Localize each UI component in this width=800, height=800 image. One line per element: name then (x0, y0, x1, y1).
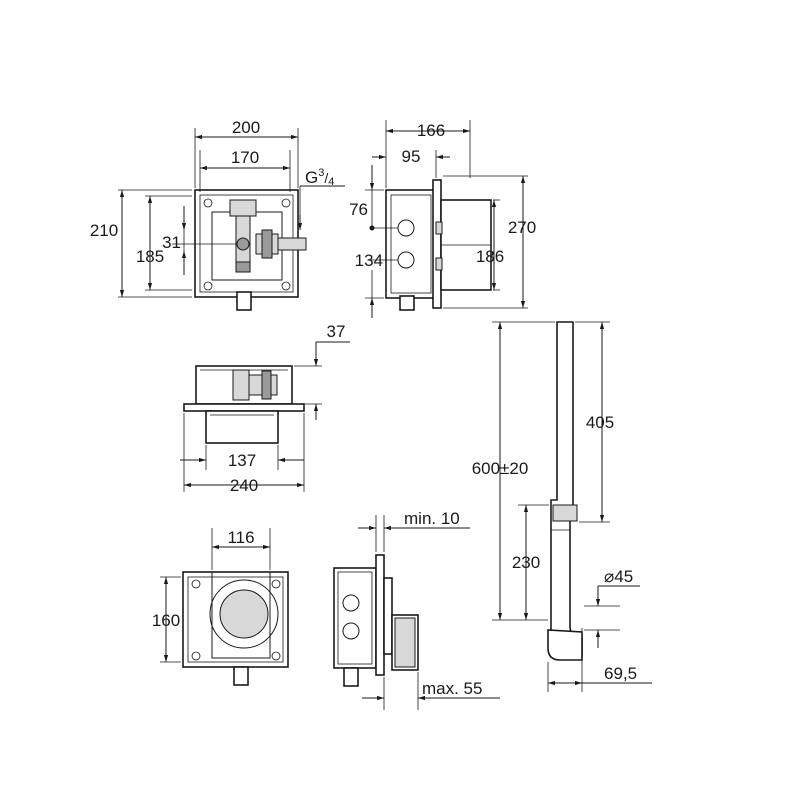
dim-front2-height: 160 (152, 611, 180, 630)
dim-top-width-outer: 240 (230, 476, 258, 495)
dim-pipe-upper: 405 (586, 413, 614, 432)
pipe-view: 405 600±20 230 ⌀45 69,5 (472, 321, 652, 692)
dim-depth: 166 (417, 121, 445, 140)
front-view: 200 170 G3/4 210 185 31 (90, 118, 345, 311)
dim-height-outer-side: 270 (508, 218, 536, 237)
dim-min: min. 10 (404, 509, 460, 528)
dim-depth-inner: 95 (402, 147, 421, 166)
dim-height-inner-side: 186 (476, 247, 504, 266)
dim-width-outer: 200 (232, 118, 260, 137)
dim-thread: G3/4 (305, 167, 334, 188)
dim-offset: 31 (162, 233, 181, 252)
dim-front2-width: 116 (227, 528, 254, 547)
dim-top-width-inner: 137 (228, 451, 256, 470)
dim-max: max. 55 (422, 679, 482, 698)
dim-pipe-lower: 230 (512, 553, 540, 572)
side-view-2: min. 10 max. 55 (333, 509, 500, 710)
dim-pos-upper: 76 (349, 200, 368, 219)
dim-pipe-total: 600±20 (472, 459, 529, 478)
top-view: 37 137 240 (180, 322, 350, 495)
dim-height-inner: 185 (136, 247, 164, 266)
dim-pos-lower: 134 (355, 251, 383, 270)
dim-pipe-offset: 69,5 (604, 664, 637, 683)
dim-height-outer: 210 (90, 221, 118, 240)
dim-top-offset: 37 (327, 322, 346, 341)
dim-pipe-diameter: ⌀45 (604, 567, 633, 586)
front-view-2: 116 160 (152, 528, 289, 686)
dim-width-inner: 170 (231, 148, 259, 167)
side-view: 166 95 76 134 186 270 (349, 120, 536, 318)
